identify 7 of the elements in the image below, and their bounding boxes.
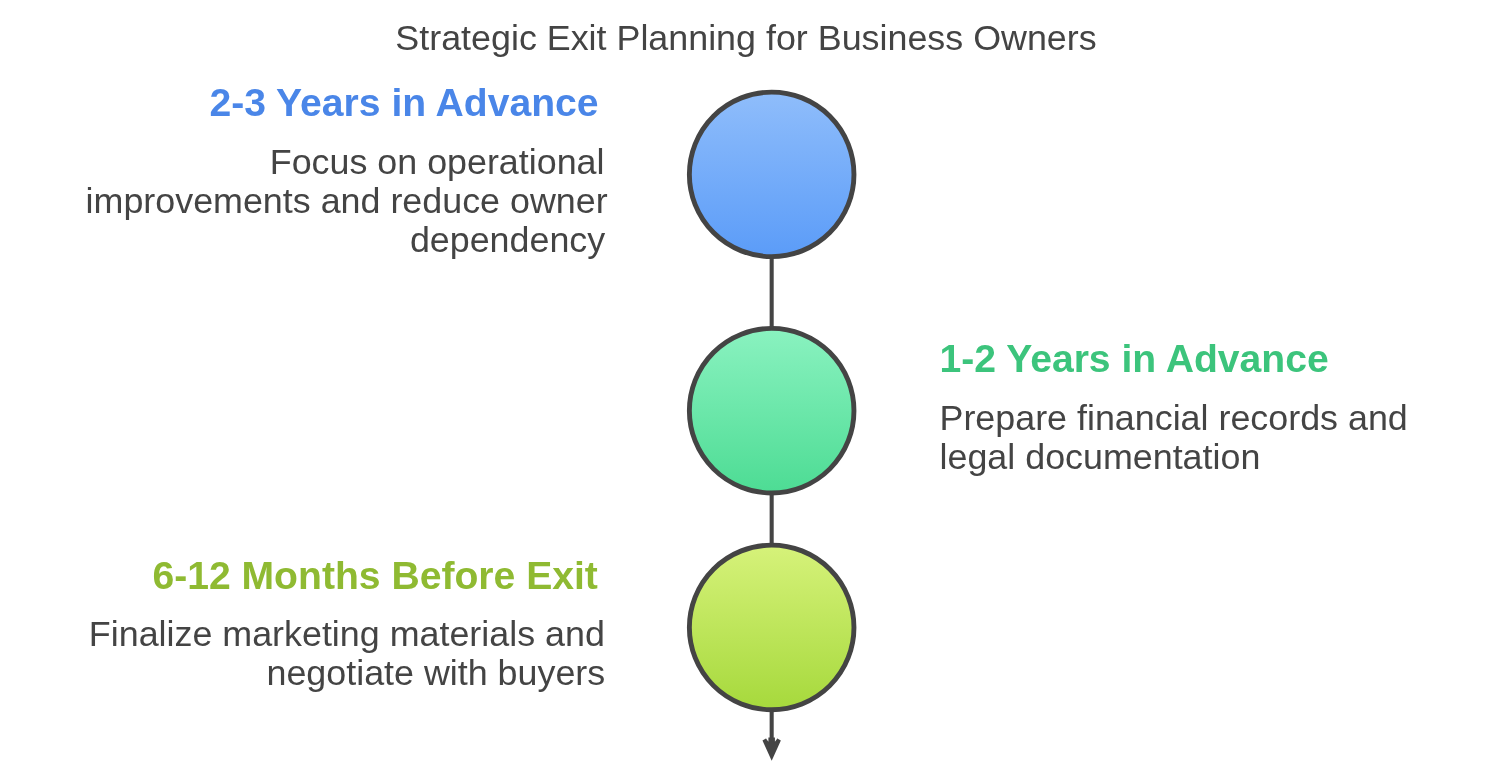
node-label: Prepare financial records and legal documentation [939,397,1408,477]
node-label: 1-2 Years in Advance [939,336,1329,380]
diagram-title: Strategic Exit Planning for Business Owners [395,17,1097,58]
node-label: 6-12 Months Before Exit [152,553,598,597]
node-label: Finalize marketing materials and negotiate with buyers [88,614,606,694]
node-label: 2-3 Years in Advance [209,81,599,125]
node-label: Focus on operational improvements and reduce owner dependency [85,141,608,260]
